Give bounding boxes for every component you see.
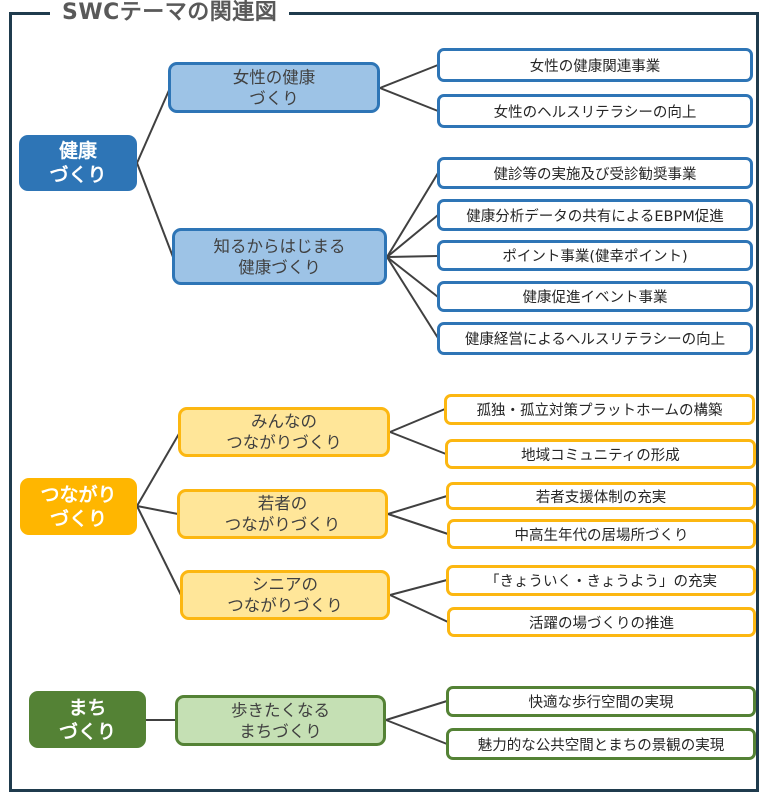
connector-line [387, 495, 448, 515]
item-box: 女性の健康関連事業 [437, 48, 753, 82]
connector-line [385, 700, 448, 721]
item-box: 活躍の場づくりの推進 [447, 607, 756, 637]
item-box: 魅力的な公共空間とまちの景観の実現 [446, 728, 756, 760]
item-box: 孤独・孤立対策プラットホームの構築 [444, 394, 755, 425]
item-box: 中高生年代の居場所づくり [447, 519, 756, 549]
diagram-frame [9, 12, 759, 792]
item-box: 快適な歩行空間の実現 [446, 686, 756, 717]
item-label: 若者支援体制の充実 [535, 489, 667, 506]
subtheme-youth-connection: 若者の つながりづくり [177, 489, 388, 539]
item-box: 健診等の実施及び受診勧奨事業 [437, 157, 753, 189]
subtheme-senior-connection: シニアの つながりづくり [180, 570, 390, 620]
subtheme-label: みんなの つながりづくり [226, 412, 342, 452]
item-label: 中高生年代の居場所づくり [514, 527, 689, 544]
diagram-title: SWCテーマの関連図 [50, 0, 290, 26]
connector-line [389, 594, 449, 623]
theme-label: 健康 づくり [49, 140, 107, 186]
item-label: ポイント事業(健幸ポイント) [502, 249, 688, 265]
item-label: 地域コミュニティの形成 [521, 447, 680, 464]
connector-line [379, 64, 439, 89]
item-box: 地域コミュニティの形成 [445, 439, 756, 469]
item-box: ポイント事業(健幸ポイント) [437, 240, 753, 271]
connector-line [389, 408, 446, 433]
subtheme-knowledge-health: 知るからはじまる 健康づくり [172, 228, 387, 285]
connector-line [389, 431, 447, 455]
connector-line [386, 256, 439, 339]
connector-line [386, 214, 439, 258]
subtheme-walkable-town: 歩きたくなる まちづくり [175, 695, 386, 746]
item-box: 健康経営によるヘルスリテラシーの向上 [437, 322, 753, 355]
item-label: 孤独・孤立対策プラットホームの構築 [476, 403, 723, 419]
subtheme-everyone-connection: みんなの つながりづくり [178, 407, 390, 457]
connector-line [379, 87, 439, 112]
item-label: 女性の健康関連事業 [529, 58, 661, 75]
connector-line [386, 172, 439, 258]
subtheme-label: 歩きたくなる まちづくり [231, 700, 330, 741]
connector-line [389, 579, 448, 596]
item-label: 「きょういく・きょうよう」の充実 [485, 574, 717, 590]
theme-label: つながり づくり [40, 483, 117, 530]
subtheme-label: 女性の健康 づくり [232, 67, 316, 108]
theme-health: 健康 づくり [19, 135, 137, 191]
connector-line [387, 513, 449, 535]
item-label: 健診等の実施及び受診勧奨事業 [493, 166, 697, 183]
item-label: 健康促進イベント事業 [522, 290, 668, 306]
connector-line [136, 87, 171, 164]
item-box: 女性のヘルスリテラシーの向上 [437, 94, 753, 128]
connector-line [136, 162, 174, 258]
connector-line [136, 505, 179, 515]
item-label: 健康分析データの共有によるEBPM促進 [466, 208, 724, 225]
item-label: 活躍の場づくりの推進 [529, 615, 674, 632]
item-label: 女性のヘルスリテラシーの向上 [493, 104, 697, 121]
theme-connection: つながり づくり [20, 478, 137, 535]
subtheme-womens-health: 女性の健康 づくり [168, 62, 380, 113]
connector-line [385, 719, 448, 745]
connector-line [386, 255, 439, 258]
item-box: 健康分析データの共有によるEBPM促進 [437, 199, 753, 231]
item-label: 快適な歩行空間の実現 [528, 695, 674, 711]
connector-line [136, 505, 182, 596]
item-box: 健康促進イベント事業 [437, 281, 753, 312]
item-box: 若者支援体制の充実 [446, 482, 756, 510]
item-box: 「きょういく・きょうよう」の充実 [446, 565, 756, 596]
item-label: 魅力的な公共空間とまちの景観の実現 [477, 737, 725, 754]
item-label: 健康経営によるヘルスリテラシーの向上 [464, 332, 726, 348]
connector-line [136, 431, 181, 507]
subtheme-label: シニアの つながりづくり [227, 575, 343, 615]
subtheme-label: 知るからはじまる 健康づくり [213, 236, 346, 277]
connector-line [386, 256, 439, 298]
subtheme-label: 若者の つながりづくり [224, 494, 341, 534]
theme-label: まち づくり [58, 696, 116, 743]
theme-town: まち づくり [29, 691, 146, 748]
